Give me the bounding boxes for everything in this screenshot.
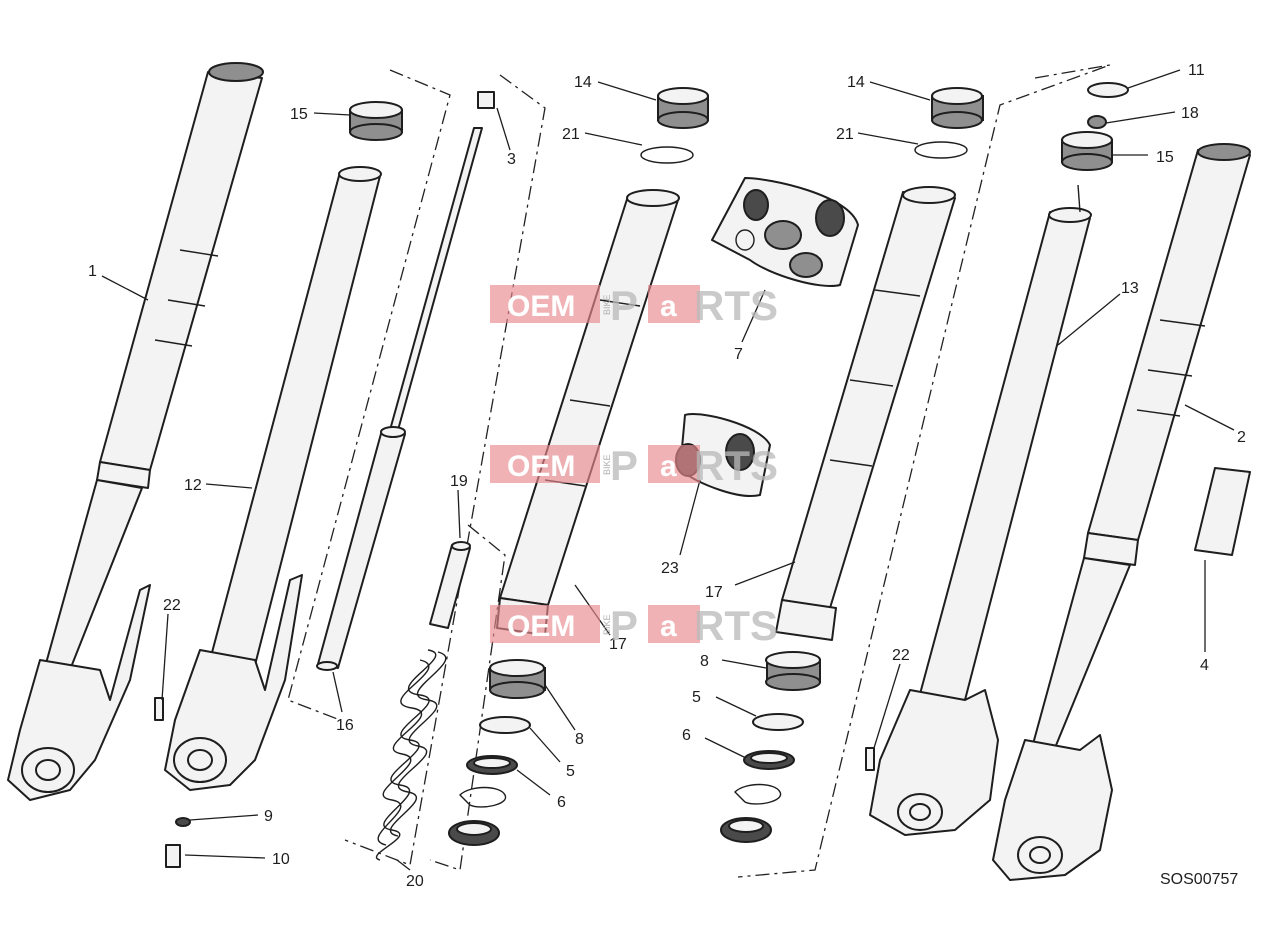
bolt-10 [165, 844, 181, 868]
inner-tube-17-right [775, 186, 956, 641]
callout-22-left: 22 [163, 597, 181, 614]
svg-text:RTS: RTS [694, 282, 778, 329]
cap-14-left [657, 87, 709, 129]
clip-left [459, 786, 507, 808]
callout-5-left: 5 [566, 763, 575, 780]
nut-18 [1087, 115, 1107, 129]
seal-6-right [743, 750, 795, 770]
cartridge-16 [316, 426, 406, 671]
callout-4: 4 [1200, 657, 1209, 674]
assembly-line-left-1 [287, 69, 451, 721]
callout-11: 11 [1188, 62, 1205, 79]
callout-16: 16 [336, 717, 354, 734]
callout-21-left: 21 [562, 126, 580, 143]
assembly-line-left-3 [429, 524, 506, 871]
bushing-8-left [489, 659, 546, 699]
callout-18: 18 [1181, 105, 1199, 122]
washer-5-right [752, 713, 804, 731]
callout-6-right: 6 [682, 727, 691, 744]
callout-9: 9 [264, 808, 273, 825]
kit-7 [711, 177, 859, 287]
watermark-2: OEM BIKE P a RTS [490, 442, 778, 489]
callout-6-left: 6 [557, 794, 566, 811]
washer-5-left [479, 716, 531, 734]
svg-text:RTS: RTS [694, 442, 778, 489]
bushing-15-left [349, 101, 403, 141]
svg-text:BIKE: BIKE [602, 294, 612, 315]
svg-text:RTS: RTS [694, 602, 778, 649]
svg-text:P: P [610, 602, 638, 649]
assembly-line-right-1 [737, 64, 1111, 878]
spring-20 [376, 649, 447, 861]
callout-8-right: 8 [700, 653, 709, 670]
inner-tube-17-left [496, 189, 680, 636]
cap-14-right [931, 87, 984, 129]
callout-21-right: 21 [836, 126, 854, 143]
svg-text:BIKE: BIKE [602, 614, 612, 635]
svg-text:OEM: OEM [507, 290, 575, 323]
callout-14-right: 14 [847, 74, 865, 91]
svg-text:OEM: OEM [507, 610, 575, 643]
svg-text:a: a [660, 610, 677, 643]
dust-seal-left [448, 820, 500, 846]
guard-4 [1194, 467, 1251, 556]
fork-leg-left [7, 62, 264, 801]
bushing-8-right [765, 651, 821, 691]
svg-text:P: P [610, 282, 638, 329]
svg-text:a: a [660, 450, 677, 483]
svg-text:BIKE: BIKE [602, 454, 612, 475]
svg-text:P: P [610, 442, 638, 489]
diagram-reference-code: SOS00757 [1160, 871, 1238, 888]
callout-12: 12 [184, 477, 202, 494]
clip-right [734, 783, 782, 805]
o-ring-21-right [914, 141, 968, 159]
outer-tube-13 [869, 184, 1092, 836]
callout-3: 3 [507, 151, 516, 168]
callout-22-right: 22 [892, 647, 910, 664]
bushing-15-right [1061, 131, 1113, 171]
callout-17-right: 17 [705, 584, 723, 601]
callout-23: 23 [661, 560, 679, 577]
o-ring-21-left [640, 146, 694, 164]
dust-seal-right [720, 817, 772, 843]
washer-9 [175, 817, 191, 827]
watermark-3: OEM BIKE P a RTS [490, 602, 778, 649]
watermark-1: OEM BIKE P a RTS [490, 282, 778, 329]
callout-20: 20 [406, 873, 424, 890]
callout-2: 2 [1237, 429, 1246, 446]
spacer-19 [429, 541, 471, 629]
bolt-22-left [154, 697, 164, 721]
callout-17-left: 17 [609, 636, 627, 653]
callout-7: 7 [734, 346, 743, 363]
callout-5-right: 5 [692, 689, 701, 706]
callout-15-right: 15 [1156, 149, 1174, 166]
seal-6-left [466, 755, 518, 775]
svg-text:a: a [660, 290, 677, 323]
svg-text:OEM: OEM [507, 450, 575, 483]
outer-tube-12 [164, 166, 382, 791]
fork-leg-right [992, 143, 1251, 881]
leader-lines [101, 69, 1235, 871]
callout-19: 19 [450, 473, 468, 490]
callout-14-left: 14 [574, 74, 592, 91]
callout-labels: 1 15 12 3 16 14 21 19 20 22 9 10 8 5 6 1… [88, 62, 1246, 890]
callout-13: 13 [1121, 280, 1139, 297]
washer-11 [1087, 82, 1129, 98]
assembly-line-left-2 [344, 74, 546, 866]
callout-1: 1 [88, 263, 97, 280]
callout-10: 10 [272, 851, 290, 868]
callout-8-left: 8 [575, 731, 584, 748]
callout-15-left: 15 [290, 106, 308, 123]
bolt-22-right [865, 747, 875, 771]
